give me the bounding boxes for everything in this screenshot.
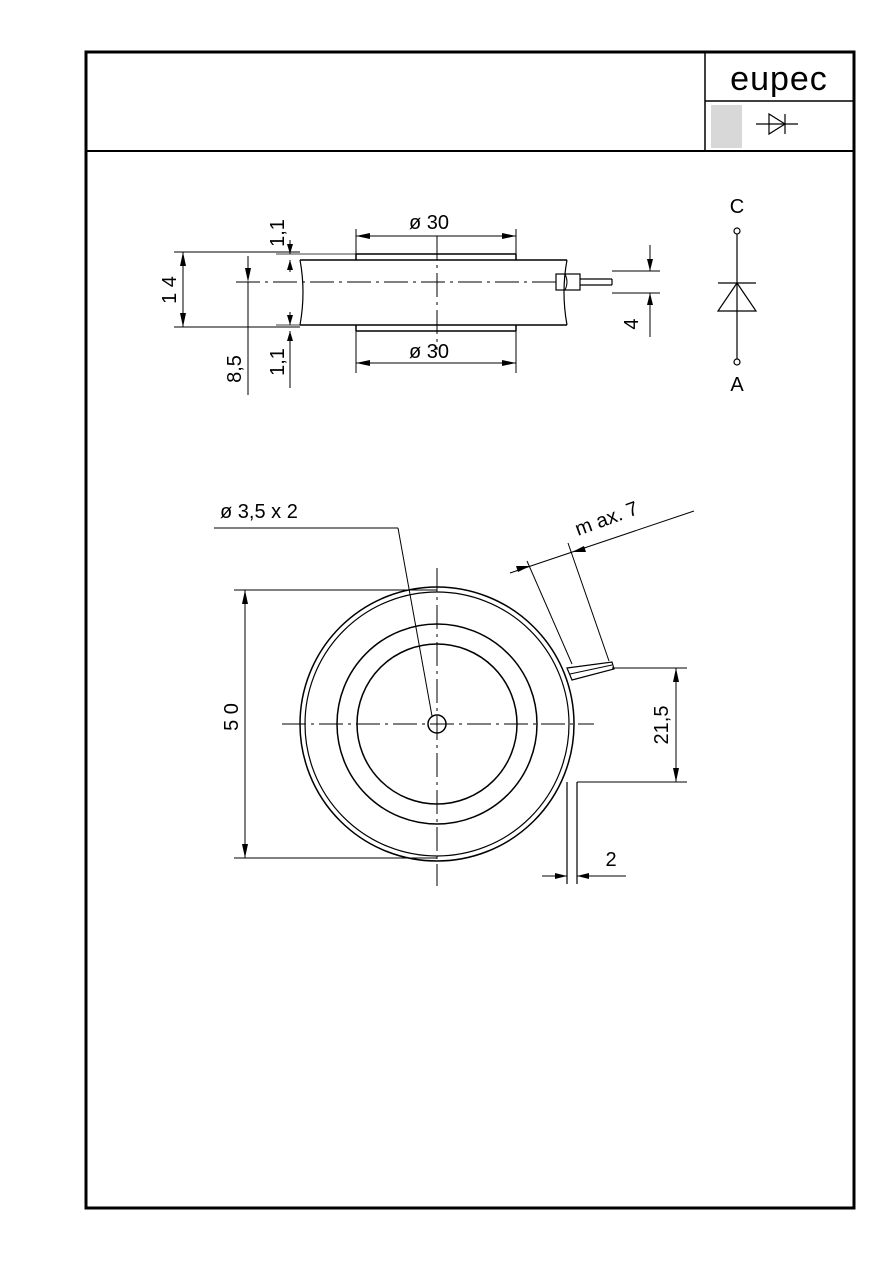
dim-offset: 8,5 (224, 355, 246, 383)
dim-lead-width: 2 (605, 849, 616, 871)
cathode-label: C (730, 196, 744, 218)
side-view: ø 30 ø 30 1 4 8,5 1,1 1,1 (159, 212, 660, 395)
thyristor-symbol: C A (716, 196, 758, 396)
gray-marker (711, 105, 742, 148)
anode-label: A (730, 374, 744, 396)
diode-symbol-icon (756, 112, 798, 136)
title-block: eupec (84, 50, 856, 1210)
brand-logo: eupec (730, 60, 828, 98)
dim-top-contact: 1,1 (267, 219, 289, 247)
dim-hole: ø 3,5 x 2 (220, 501, 298, 523)
dim-bottom-diameter: ø 30 (409, 341, 449, 363)
dim-top-diameter: ø 30 (409, 212, 449, 234)
dim-lead-position: 21,5 (651, 706, 673, 745)
dim-lead: 4 (621, 318, 643, 329)
top-view: ø 3,5 x 2 5 0 m ax. 7 21,5 2 (214, 498, 695, 886)
dim-height: 1 4 (159, 276, 181, 304)
dim-bottom-contact: 1,1 (267, 348, 289, 376)
dim-lead-max: m ax. 7 (572, 498, 641, 541)
dim-outer-diameter: 5 0 (221, 703, 243, 731)
